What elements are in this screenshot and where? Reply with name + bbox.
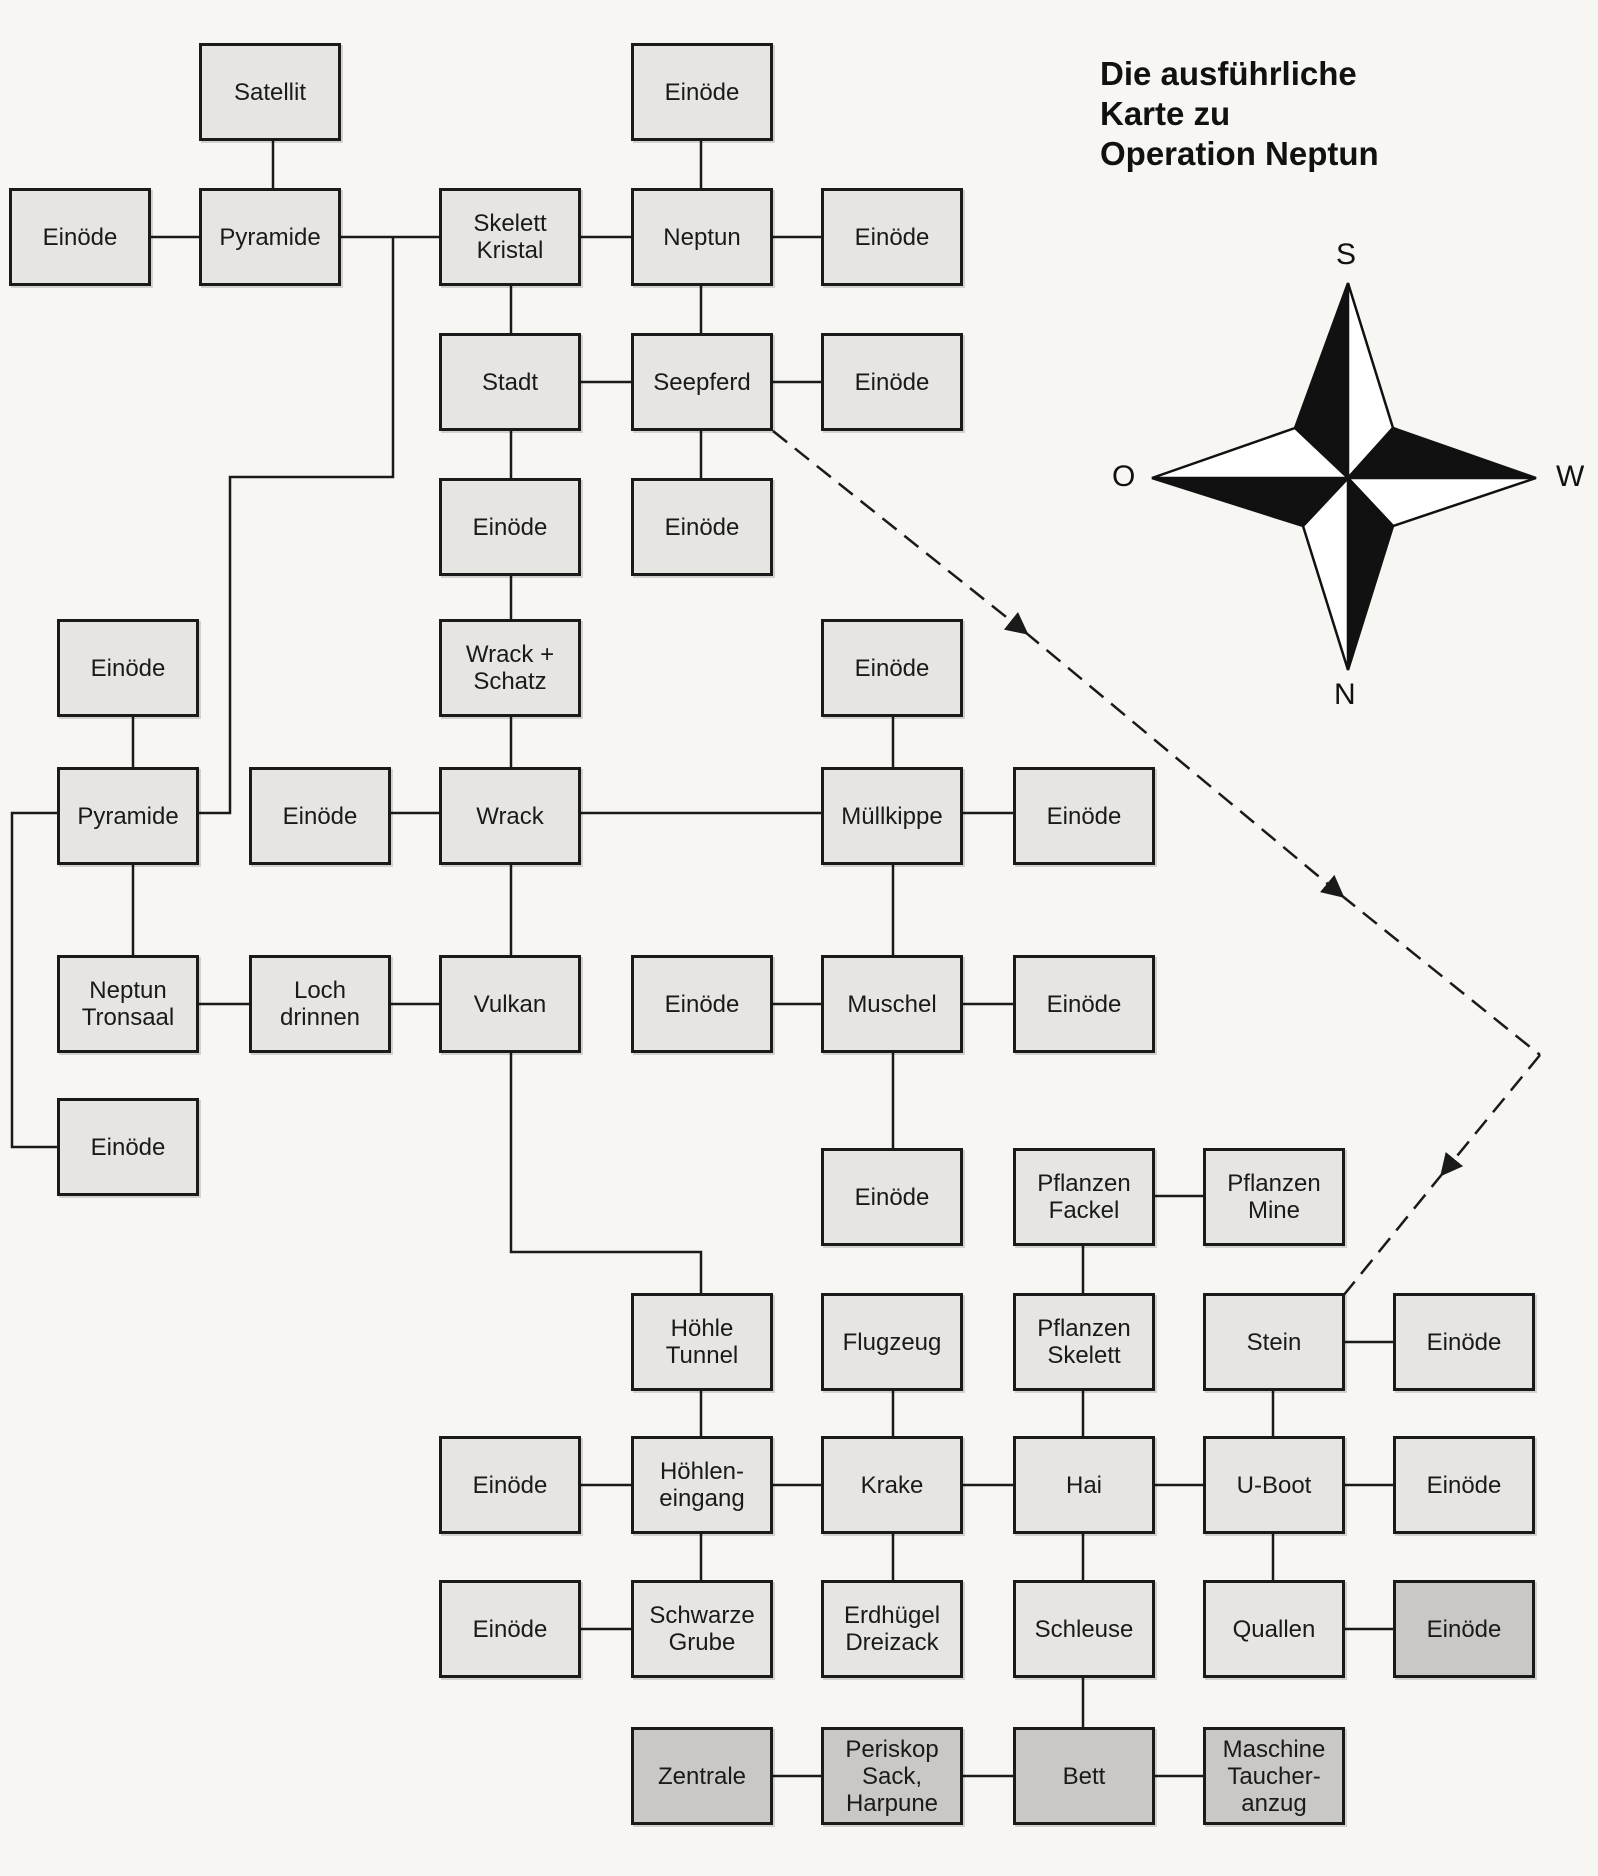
room-einode: Einöde	[439, 1580, 581, 1678]
room-loch-drinnen: Loch drinnen	[249, 955, 391, 1053]
compass-label-o: O	[1112, 460, 1136, 493]
room-wrack-schatz: Wrack + Schatz	[439, 619, 581, 717]
room-einode: Einöde	[249, 767, 391, 865]
room-einode: Einöde	[821, 619, 963, 717]
compass-label-w: W	[1556, 460, 1585, 493]
room-muschel: Muschel	[821, 955, 963, 1053]
room-einode: Einöde	[821, 1148, 963, 1246]
route-segment-5	[1342, 1172, 1444, 1297]
compass-label-n: N	[1334, 678, 1356, 711]
room-zentrale: Zentrale	[631, 1727, 773, 1825]
room-einode: Einöde	[821, 333, 963, 431]
room-krake: Krake	[821, 1436, 963, 1534]
room-seepferd: Seepferd	[631, 333, 773, 431]
room-einode: Einöde	[57, 1098, 199, 1196]
room-bett: Bett	[1013, 1727, 1155, 1825]
title-line-2: Karte zu	[1100, 95, 1231, 132]
room-quallen: Quallen	[1203, 1580, 1345, 1678]
map-title: Die ausführliche Karte zu Operation Nept…	[1100, 54, 1379, 174]
room-einode: Einöde	[631, 955, 773, 1053]
room-pflanzen-skelett: Pflanzen Skelett	[1013, 1293, 1155, 1391]
room-skelett-kristal: Skelett Kristal	[439, 188, 581, 286]
route-arrow-2	[1024, 631, 1345, 898]
room-erdhuegel-dreizack: Erdhügel Dreizack	[821, 1580, 963, 1678]
room-einode: Einöde	[1013, 955, 1155, 1053]
link-pyramide2-einode-s	[10, 811, 57, 1149]
room-neptun-tronsaal: Neptun Tronsaal	[57, 955, 199, 1053]
room-hoehle-tunnel: Höhle Tunnel	[631, 1293, 773, 1391]
route-arrow-4	[1440, 1054, 1541, 1177]
room-satellit: Satellit	[199, 43, 341, 141]
room-einode: Einöde	[631, 43, 773, 141]
room-vulkan: Vulkan	[439, 955, 581, 1053]
room-einode: Einöde	[9, 188, 151, 286]
room-einode: Einöde	[1393, 1436, 1535, 1534]
room-einode: Einöde	[1393, 1293, 1535, 1391]
route-segment-3	[1340, 894, 1541, 1056]
room-pflanzen-fackel: Pflanzen Fackel	[1013, 1148, 1155, 1246]
room-stein: Stein	[1203, 1293, 1345, 1391]
room-einode: Einöde	[439, 478, 581, 576]
route-arrow-1	[772, 430, 1029, 635]
title-line-1: Die ausführliche	[1100, 55, 1357, 92]
room-einode: Einöde	[1393, 1580, 1535, 1678]
room-hoehleneingang: Höhlen- eingang	[631, 1436, 773, 1534]
room-einode: Einöde	[57, 619, 199, 717]
room-stadt: Stadt	[439, 333, 581, 431]
compass-label-s: S	[1336, 238, 1357, 271]
room-pyramide: Pyramide	[199, 188, 341, 286]
room-u-boot: U-Boot	[1203, 1436, 1345, 1534]
room-pyramide: Pyramide	[57, 767, 199, 865]
compass-rose-icon	[1151, 282, 1537, 671]
room-wrack: Wrack	[439, 767, 581, 865]
link-vulkan-hoehle	[509, 1053, 703, 1293]
room-einode: Einöde	[821, 188, 963, 286]
room-schleuse: Schleuse	[1013, 1580, 1155, 1678]
room-einode: Einöde	[439, 1436, 581, 1534]
room-schwarze-grube: Schwarze Grube	[631, 1580, 773, 1678]
room-pflanzen-mine: Pflanzen Mine	[1203, 1148, 1345, 1246]
room-einode: Einöde	[1013, 767, 1155, 865]
link-corridor-pyramide2	[199, 237, 395, 815]
room-neptun: Neptun	[631, 188, 773, 286]
room-maschine: Maschine Taucher- anzug	[1203, 1727, 1345, 1825]
room-flugzeug: Flugzeug	[821, 1293, 963, 1391]
room-muellkippe: Müllkippe	[821, 767, 963, 865]
room-einode: Einöde	[631, 478, 773, 576]
room-hai: Hai	[1013, 1436, 1155, 1534]
room-periskop: Periskop Sack, Harpune	[821, 1727, 963, 1825]
title-line-3: Operation Neptun	[1100, 135, 1379, 172]
